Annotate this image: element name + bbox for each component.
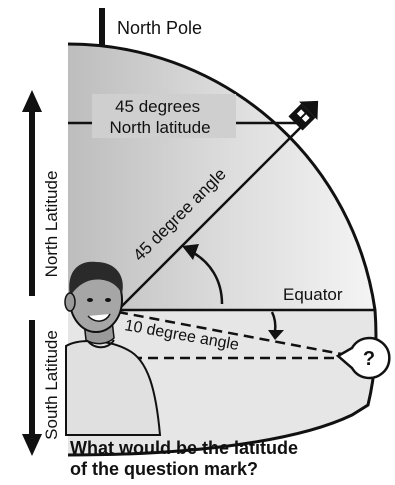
latitude-45-label: 45 degrees North latitude <box>109 97 210 137</box>
angle-45-arrowhead <box>182 244 199 260</box>
latitude-45-label-bg <box>92 94 236 138</box>
question-mark: ? <box>363 348 375 370</box>
observer-house-icon <box>288 100 319 131</box>
ray-10-degree <box>117 310 353 358</box>
angle-45-arc <box>191 250 224 305</box>
latitude-45-label-line2: North latitude <box>109 118 210 137</box>
latitude-45-label-line1: 45 degrees <box>115 97 200 116</box>
north-pole-marker <box>99 8 105 46</box>
boy-illustration <box>64 261 162 436</box>
south-latitude-arrowhead <box>22 434 42 456</box>
equator-label: Equator <box>283 285 343 304</box>
question-text: What would be the latitude of the questi… <box>70 438 298 479</box>
north-pole-label: North Pole <box>117 18 202 38</box>
ray-45-degree <box>117 124 304 311</box>
angle-10-arrowhead <box>268 330 284 340</box>
north-latitude-label: North Latitude <box>42 171 61 278</box>
question-bubble <box>335 336 391 380</box>
south-latitude-label: South Latitude <box>42 330 61 440</box>
north-latitude-arrowhead <box>22 90 42 112</box>
